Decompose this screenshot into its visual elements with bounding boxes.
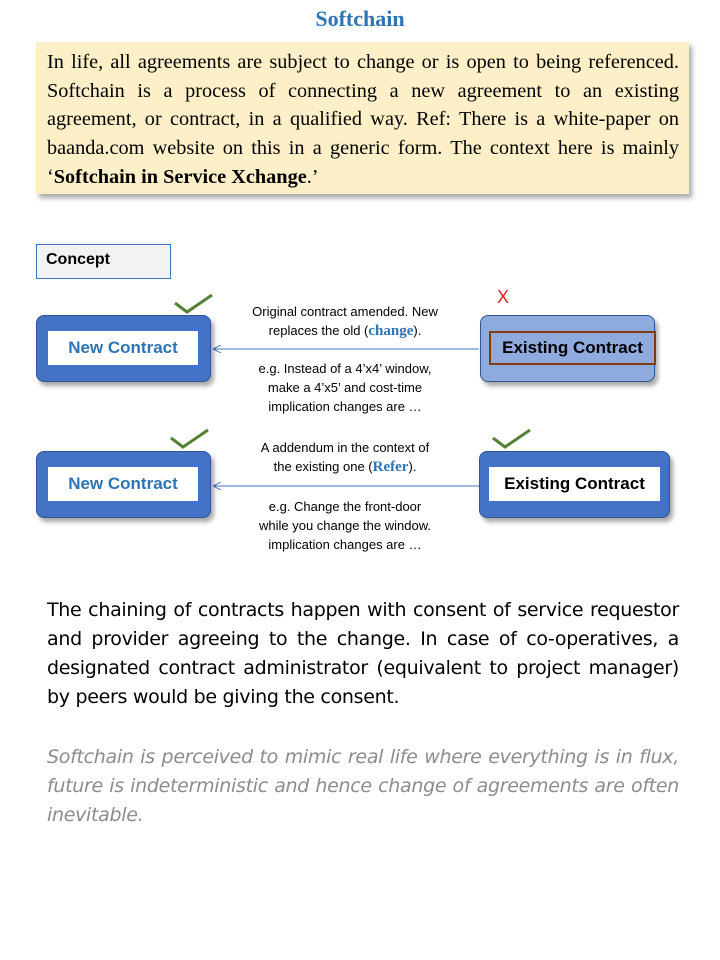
example-row2-line3: implication changes are … <box>268 537 422 552</box>
check-icon <box>170 428 209 449</box>
note-row2: A addendum in the context of the existin… <box>230 438 460 477</box>
existing-contract-label-1: Existing Contract <box>489 331 656 365</box>
existing-contract-box-2: Existing Contract <box>479 451 670 518</box>
existing-contract-box-1: Existing Contract <box>480 315 656 382</box>
example-row2-line1: e.g. Change the front-door <box>268 499 422 514</box>
page-title: Softchain <box>315 6 405 31</box>
x-icon: X <box>497 287 510 307</box>
example-row2-line2: while you change the window. <box>258 518 431 533</box>
note-row2-line1: A addendum in the context of <box>260 440 430 455</box>
intro-text: In life, all agreements are subject to c… <box>47 51 679 188</box>
check-icon <box>174 293 213 314</box>
intro-bold-phrase: Softchain in Service Xchange <box>53 165 307 188</box>
example-row1: e.g. Instead of a 4’x4’ window, make a 4… <box>230 359 460 416</box>
intro-callout: In life, all agreements are subject to c… <box>36 42 689 194</box>
note-row1-line2: replaces the old (change). <box>268 323 422 339</box>
keyword-refer: Refer <box>372 459 409 475</box>
new-contract-label-2: New Contract <box>48 467 198 501</box>
note-row1-line1: Original contract amended. New <box>252 304 438 319</box>
keyword-change: change <box>368 323 414 339</box>
consent-paragraph: The chaining of contracts happen with co… <box>47 599 679 708</box>
existing-contract-label-2: Existing Contract <box>489 467 660 501</box>
example-row2: e.g. Change the front-door while you cha… <box>230 497 460 554</box>
summary-paragraph: Softchain is perceived to mimic real lif… <box>47 746 679 826</box>
new-contract-box-2: New Contract <box>36 451 211 518</box>
note-row1: Original contract amended. New replaces … <box>230 302 460 341</box>
new-contract-box-1: New Contract <box>36 315 211 382</box>
new-contract-label-1: New Contract <box>48 331 198 365</box>
note-row2-line2: the existing one (Refer). <box>273 459 417 475</box>
example-row1-line1: e.g. Instead of a 4’x4’ window, <box>258 361 432 376</box>
intro-text-end: .’ <box>306 165 319 188</box>
example-row1-line3: implication changes are … <box>268 399 422 414</box>
example-row1-line2: make a 4’x5’ and cost-time <box>267 380 423 395</box>
check-icon <box>492 428 531 449</box>
concept-label: Concept <box>36 244 171 279</box>
